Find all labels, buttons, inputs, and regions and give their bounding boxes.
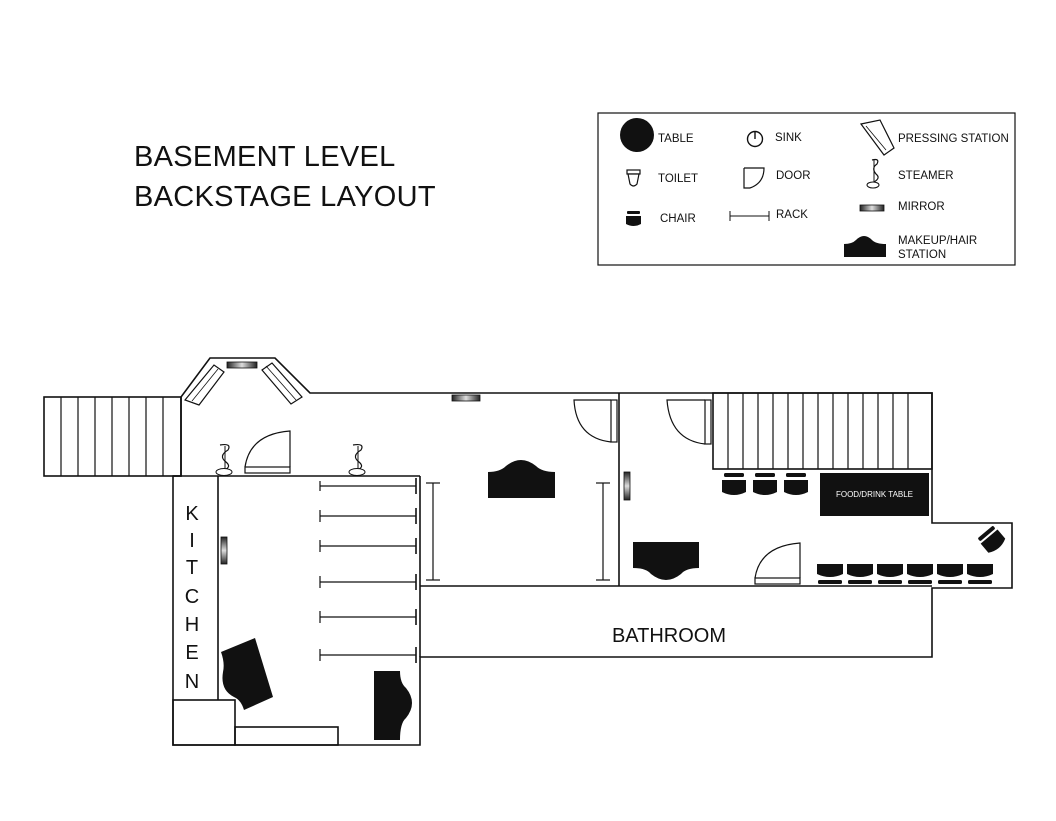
pressing-station-icon — [183, 364, 225, 406]
chair-icon — [978, 526, 1006, 553]
legend-label-pressing-station: PRESSING STATION — [898, 133, 1009, 145]
legend-label-steamer: STEAMER — [898, 170, 954, 182]
rack-icon — [319, 574, 417, 590]
kitchen-letter: C — [185, 586, 199, 608]
door-icon — [754, 542, 801, 585]
toilet-icon — [626, 169, 641, 187]
rack-icon — [319, 609, 417, 625]
makeup-hair-station-icon — [844, 236, 886, 257]
legend-label-sink: SINK — [775, 132, 802, 144]
rack-icon — [319, 508, 417, 524]
kitchen-counter — [172, 699, 236, 746]
left-staircase — [43, 396, 182, 477]
steamer-icon — [866, 158, 880, 189]
chair-icon — [626, 211, 641, 226]
kitchen-letter: I — [189, 530, 195, 552]
kitchen-letter: N — [185, 671, 199, 693]
chair-icon — [937, 564, 963, 584]
steamer-icon — [215, 443, 233, 476]
kitchen-letter: T — [186, 557, 198, 579]
floor-plan: FOOD/DRINK TABLE — [43, 357, 1013, 746]
kitchen-label: K I T C H E N — [185, 503, 200, 693]
makeup-hair-station-icon — [374, 671, 412, 740]
chair-icon — [784, 473, 808, 495]
legend-label-table: TABLE — [658, 133, 694, 145]
rack-icon — [319, 538, 417, 554]
rack-icon — [319, 647, 417, 663]
legend-label-station: STATION — [898, 249, 946, 261]
chair-icon — [722, 473, 746, 495]
rack-icon — [729, 211, 770, 221]
food-drink-table-label: FOOD/DRINK TABLE — [836, 490, 913, 499]
makeup-hair-station-icon — [221, 638, 273, 710]
legend-box — [597, 112, 1016, 266]
right-staircase — [712, 392, 933, 470]
legend: TABLE SINK PRESSING STATION TOILET DOOR — [597, 112, 1016, 266]
steamer-icon — [348, 443, 366, 476]
chair-icon — [753, 473, 777, 495]
legend-label-makeup-hair: MAKEUP/HAIR — [898, 235, 977, 247]
pressing-station-icon — [859, 119, 895, 156]
sink-icon — [746, 130, 764, 148]
title-line-2: BACKSTAGE LAYOUT — [134, 181, 436, 213]
bathroom-label: BATHROOM — [612, 625, 726, 647]
mirror-icon — [451, 394, 481, 402]
food-drink-table — [820, 473, 929, 516]
mirror-icon — [623, 471, 631, 501]
chair-icon — [907, 564, 933, 584]
rack-icon — [319, 478, 417, 494]
door-icon — [244, 430, 291, 474]
kitchen-letter: H — [185, 614, 199, 636]
chair-icon — [967, 564, 993, 584]
table-icon — [620, 118, 654, 152]
mirror-icon — [226, 361, 258, 369]
makeup-hair-station-icon — [488, 460, 555, 498]
legend-label-toilet: TOILET — [658, 173, 698, 185]
kitchen-letter: K — [185, 503, 199, 525]
legend-label-door: DOOR — [776, 170, 811, 182]
mirror-icon — [859, 204, 885, 212]
rack-icon — [426, 482, 440, 581]
title-line-1: BASEMENT LEVEL — [134, 141, 396, 173]
rack-icon — [596, 482, 610, 581]
chair-icon — [817, 564, 843, 584]
counter-bottom — [234, 726, 339, 746]
legend-label-mirror: MIRROR — [898, 201, 945, 213]
kitchen-letter: E — [185, 642, 198, 664]
chair-icon — [847, 564, 873, 584]
door-icon — [743, 167, 765, 189]
legend-label-chair: CHAIR — [660, 213, 696, 225]
door-icon — [573, 399, 618, 443]
makeup-hair-station-icon — [633, 542, 699, 580]
legend-label-rack: RACK — [776, 209, 808, 221]
mirror-icon — [220, 536, 228, 565]
outer-wall — [172, 357, 1013, 746]
chair-icon — [877, 564, 903, 584]
pressing-station-icon — [261, 362, 303, 405]
door-icon — [666, 399, 712, 445]
